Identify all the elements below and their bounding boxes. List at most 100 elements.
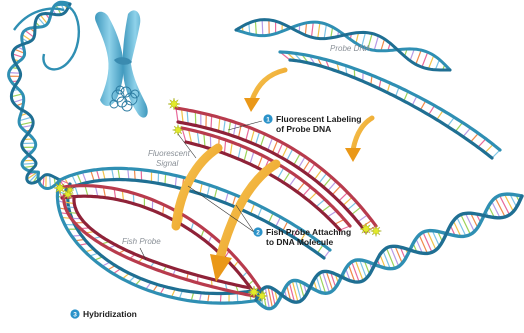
- base-pair: [251, 129, 255, 142]
- fluorescent-marker-icon: [66, 186, 74, 194]
- step-2-title: Fish Probe Attaching: [266, 227, 351, 237]
- base-pair: [25, 30, 34, 37]
- base-pair: [77, 173, 81, 183]
- base-pair: [260, 134, 264, 147]
- base-pair: [422, 52, 428, 67]
- base-pair: [500, 195, 510, 214]
- base-pair: [332, 186, 341, 195]
- base-pair: [272, 140, 277, 152]
- base-pair: [478, 139, 486, 147]
- arrow-icon: [252, 70, 285, 100]
- backbone-strand: [290, 60, 492, 158]
- base-pair: [187, 110, 188, 124]
- base-pair: [289, 176, 296, 186]
- backbone-strand: [256, 194, 522, 309]
- base-pair: [182, 109, 184, 123]
- base-pair: [255, 21, 256, 35]
- base-pair: [82, 172, 86, 183]
- base-pair: [352, 207, 361, 214]
- base-pair: [91, 170, 94, 181]
- base-pair: [311, 22, 313, 37]
- base-pair: [102, 169, 105, 180]
- fluorescent-marker-icon: [360, 223, 372, 235]
- base-pair: [258, 207, 262, 217]
- base-pair: [175, 176, 176, 187]
- base-pair: [455, 123, 462, 132]
- base-pair: [323, 272, 330, 293]
- base-pair: [328, 181, 336, 190]
- backbone-strand: [280, 52, 500, 150]
- base-pair: [316, 199, 325, 206]
- base-pair: [38, 17, 46, 26]
- base-pair: [495, 198, 505, 217]
- base-pair: [428, 55, 433, 68]
- base-pair: [381, 39, 385, 51]
- base-pair: [218, 118, 219, 132]
- base-pair: [214, 188, 217, 199]
- base-pair: [22, 163, 36, 164]
- base-pair: [471, 133, 479, 142]
- base-pair: [282, 146, 288, 158]
- base-pair: [419, 235, 427, 253]
- base-pair: [294, 153, 301, 165]
- arrowhead-icon: [210, 254, 232, 282]
- base-pair: [358, 215, 368, 222]
- base-pair: [40, 15, 47, 24]
- step-1-title: Fluorescent Labeling: [276, 114, 362, 124]
- base-pair: [308, 192, 316, 200]
- base-pair: [423, 232, 432, 252]
- base-pair: [374, 36, 378, 51]
- base-pair: [303, 187, 311, 196]
- base-pair: [435, 60, 439, 70]
- base-pair: [352, 262, 359, 282]
- base-pair: [416, 50, 421, 64]
- base-pair: [233, 123, 235, 137]
- base-pair: [318, 23, 320, 39]
- base-pair: [207, 185, 210, 196]
- fish-probe-label: Fish Probe: [122, 237, 161, 246]
- base-pair: [485, 144, 493, 152]
- base-pair: [200, 183, 202, 194]
- base-pair: [504, 194, 513, 211]
- base-pair: [228, 121, 230, 135]
- base-pair: [112, 169, 114, 180]
- base-pair: [165, 173, 166, 184]
- step-3-callout: 3 Hybridization: [70, 309, 136, 319]
- base-pair: [339, 192, 348, 201]
- step-number-2: 2: [256, 230, 260, 237]
- base-pair: [225, 192, 228, 203]
- base-pair: [323, 177, 331, 187]
- base-pair: [176, 108, 178, 122]
- chromosome-icon: [95, 10, 148, 117]
- base-pair: [386, 248, 394, 268]
- base-pair: [355, 260, 363, 280]
- base-pair: [297, 182, 305, 192]
- step-2-callout: 2 Fish Probe Attaching to DNA Molecule: [253, 227, 351, 247]
- base-pair: [463, 128, 470, 137]
- base-pair: [232, 195, 235, 206]
- base-pair: [262, 20, 263, 36]
- step-1-subtitle: of Probe DNA: [276, 124, 331, 134]
- base-pair: [319, 173, 327, 183]
- base-pair: [492, 150, 500, 158]
- base-pair: [238, 146, 241, 159]
- base-pair: [305, 23, 306, 35]
- base-pair: [223, 119, 225, 133]
- base-pair: [251, 204, 255, 214]
- base-pair: [277, 143, 283, 155]
- backbone-strand: [256, 196, 522, 302]
- arrowhead-icon: [345, 148, 361, 162]
- step-2-subtitle: to DNA Molecule: [266, 237, 333, 247]
- fluorescent-marker-icon: [257, 291, 268, 302]
- base-pair: [224, 140, 225, 154]
- base-pair: [258, 156, 263, 168]
- base-pair: [303, 160, 310, 171]
- step-number-1: 1: [266, 117, 270, 124]
- probe-dna-label: Probe DNA: [330, 44, 370, 53]
- base-pair: [457, 217, 466, 236]
- base-pair: [391, 247, 399, 267]
- base-pair: [230, 142, 232, 155]
- base-pair: [410, 49, 414, 61]
